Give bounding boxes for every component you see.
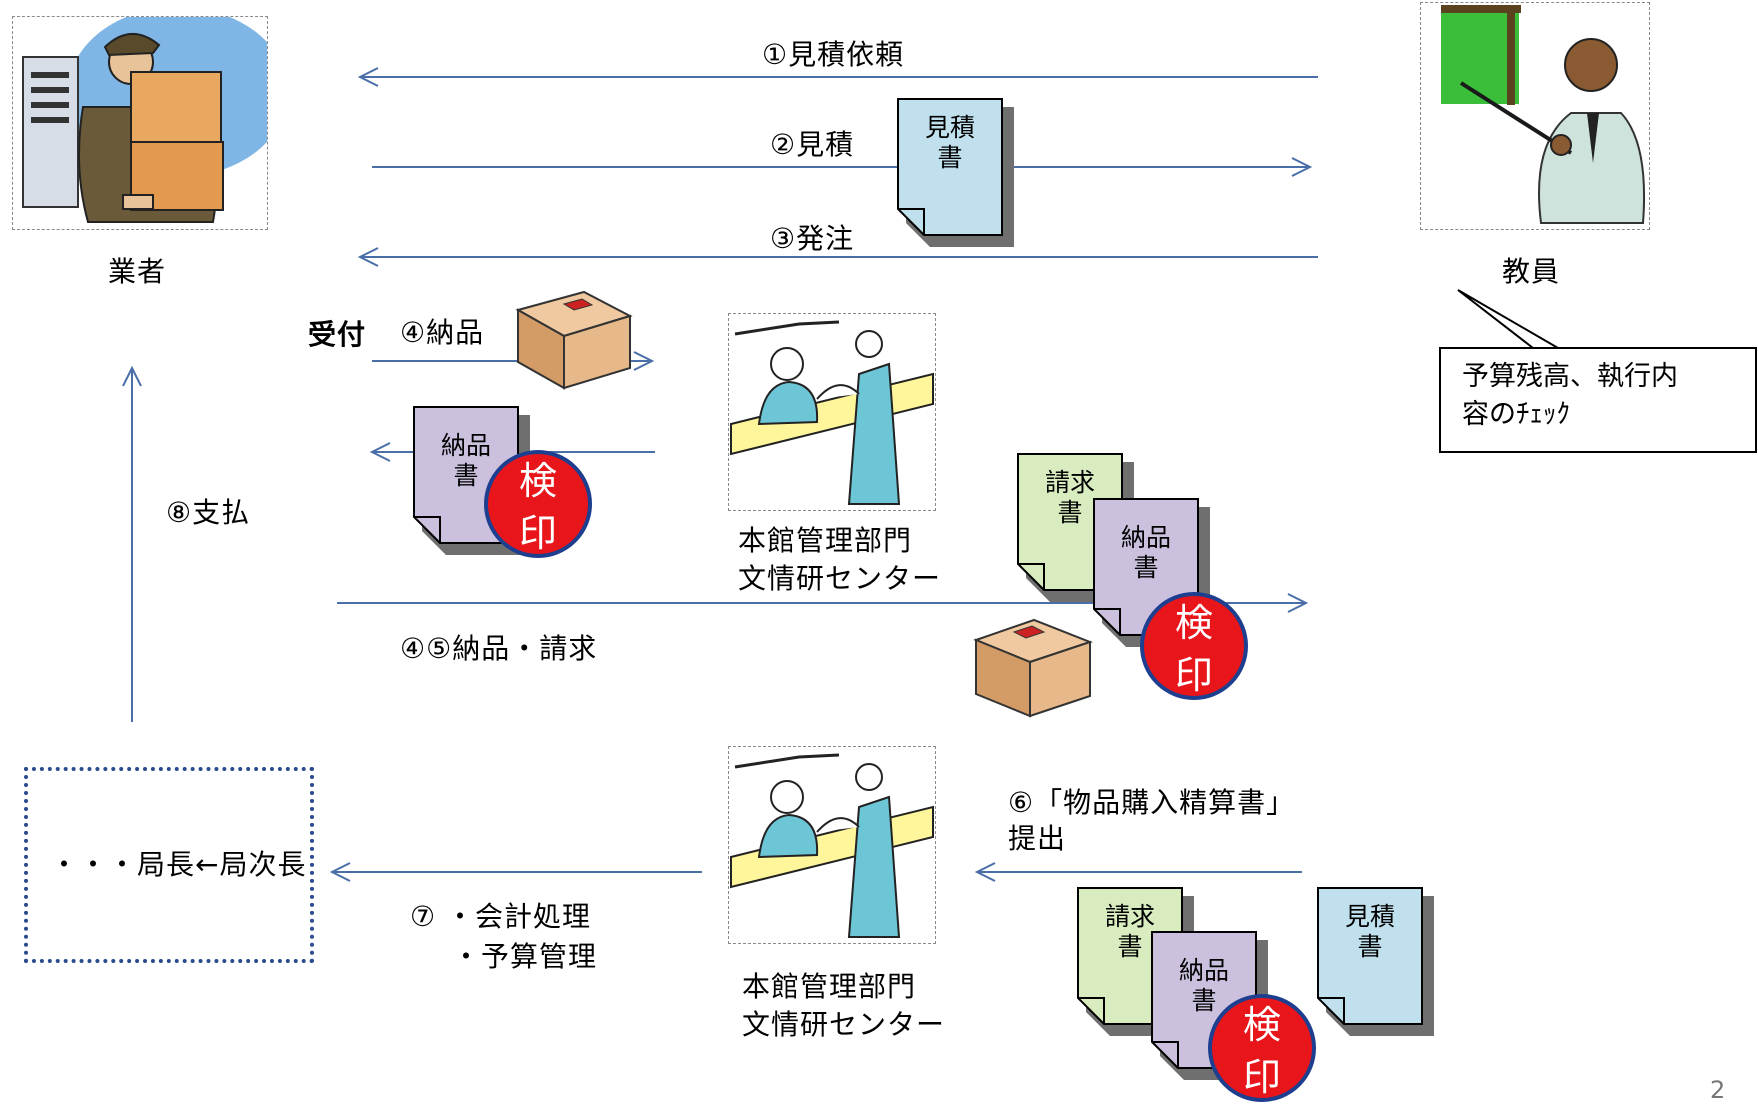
stamp-3-line-2: 印: [1242, 1055, 1281, 1099]
inspection-stamp-2: 検 印: [1140, 592, 1248, 700]
delivery-document-2-line-1: 納品: [1120, 523, 1171, 552]
callout-line-1: 予算残高、執行内: [1462, 361, 1678, 392]
teacher-label: 教員: [1502, 255, 1561, 288]
inspection-stamp-1: 検 印: [484, 450, 592, 558]
delivery-document-1-line-2: 書: [453, 461, 479, 490]
estimate-document-2: 見積 書: [1316, 886, 1440, 1038]
package-box-2: [973, 618, 1093, 718]
stamp-2-line-1: 検: [1174, 601, 1213, 645]
delivery-document-3-line-1: 納品: [1178, 956, 1229, 985]
stamp-3-line-1: 検: [1242, 1003, 1281, 1047]
delivery-document-1-line-1: 納品: [440, 431, 491, 460]
step-2-label: ②見積: [770, 128, 855, 161]
invoice-document-1-line-2: 書: [1057, 498, 1083, 527]
stamp-1-line-2: 印: [518, 511, 557, 555]
center-2-label-1: 本館管理部門: [742, 970, 917, 1003]
stamp-2-line-2: 印: [1174, 653, 1213, 697]
step-7-label-1: ⑦ ・会計処理: [410, 900, 592, 933]
step-8-label: ⑧支払: [166, 496, 251, 529]
approval-box-text: ・・・局長←局次長: [50, 848, 307, 881]
step-7-label-2: ・予算管理: [452, 940, 598, 973]
vendor-label: 業者: [108, 255, 167, 288]
center-illustration-1: [728, 313, 936, 511]
delivery-document-3-line-2: 書: [1191, 986, 1217, 1015]
invoice-document-2-line-1: 請求: [1104, 902, 1155, 931]
step-6-label-1: ⑥「物品購入精算書」: [1008, 786, 1296, 819]
page-number: 2: [1710, 1076, 1726, 1104]
invoice-document-1-line-1: 請求: [1044, 468, 1095, 497]
delivery-document-2-line-2: 書: [1133, 553, 1159, 582]
center-2-label-2: 文情研センター: [742, 1008, 946, 1041]
center-1-label-1: 本館管理部門: [738, 524, 913, 557]
center-illustration-2: [728, 746, 936, 944]
package-box-1: [515, 290, 633, 390]
step-1-label: ①見積依頼: [762, 38, 905, 71]
stamp-1-line-1: 検: [518, 459, 557, 503]
teacher-illustration: [1420, 2, 1650, 230]
estimate-document: 見積 書: [896, 97, 1020, 249]
step-45-label: ④⑤納品・請求: [400, 632, 598, 665]
step-4-label: ④納品: [400, 316, 485, 349]
step-3-label: ③発注: [770, 222, 855, 255]
center-1-label-2: 文情研センター: [738, 562, 942, 595]
inspection-stamp-3: 検 印: [1208, 994, 1316, 1102]
estimate-document-line-2: 書: [937, 143, 963, 172]
step-6-label-2: 提出: [1008, 822, 1067, 855]
callout-line-2: 容のﾁｪｯｸ: [1462, 399, 1570, 430]
estimate-document-2-line-1: 見積: [1344, 902, 1395, 931]
callout-bubble: [1439, 289, 1757, 453]
estimate-document-2-line-2: 書: [1357, 932, 1383, 961]
vendor-illustration: [12, 16, 268, 230]
reception-label: 受付: [308, 318, 367, 351]
estimate-document-line-1: 見積: [924, 113, 975, 142]
approval-box: [24, 767, 314, 963]
callout-text: 予算残高、執行内 容のﾁｪｯｸ: [1462, 358, 1678, 434]
invoice-document-2-line-2: 書: [1117, 932, 1143, 961]
